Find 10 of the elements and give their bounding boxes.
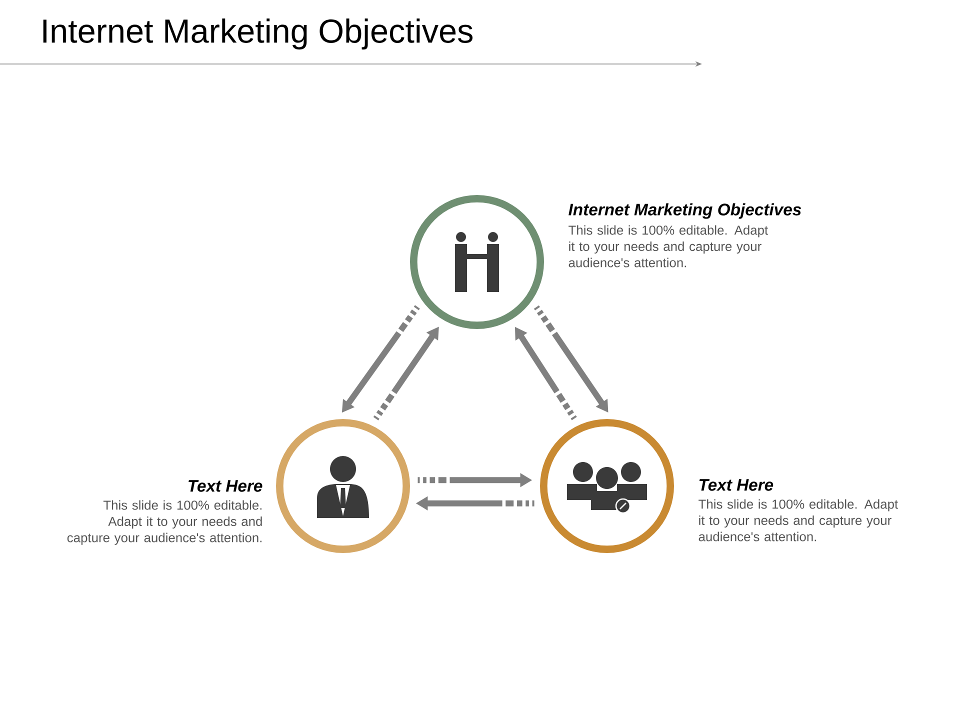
ring [410,195,544,329]
heading: Text Here [699,479,774,491]
ring [276,419,410,553]
description: This slide is 100% editable. Adapt it to your needs and capture your audience's attention. [67,500,262,545]
heading: Internet Marketing Objectives [568,203,802,219]
ring [540,419,674,553]
heading: Text Here [188,480,262,492]
title: Internet Marketing Objectives [43,18,473,50]
description: This slide is 100% editable. Adapt it to your needs and capture your audience's attention. [698,499,898,542]
description: This slide is 100% editable. Adapt it to your needs and capture your audience's attention. [568,225,768,268]
